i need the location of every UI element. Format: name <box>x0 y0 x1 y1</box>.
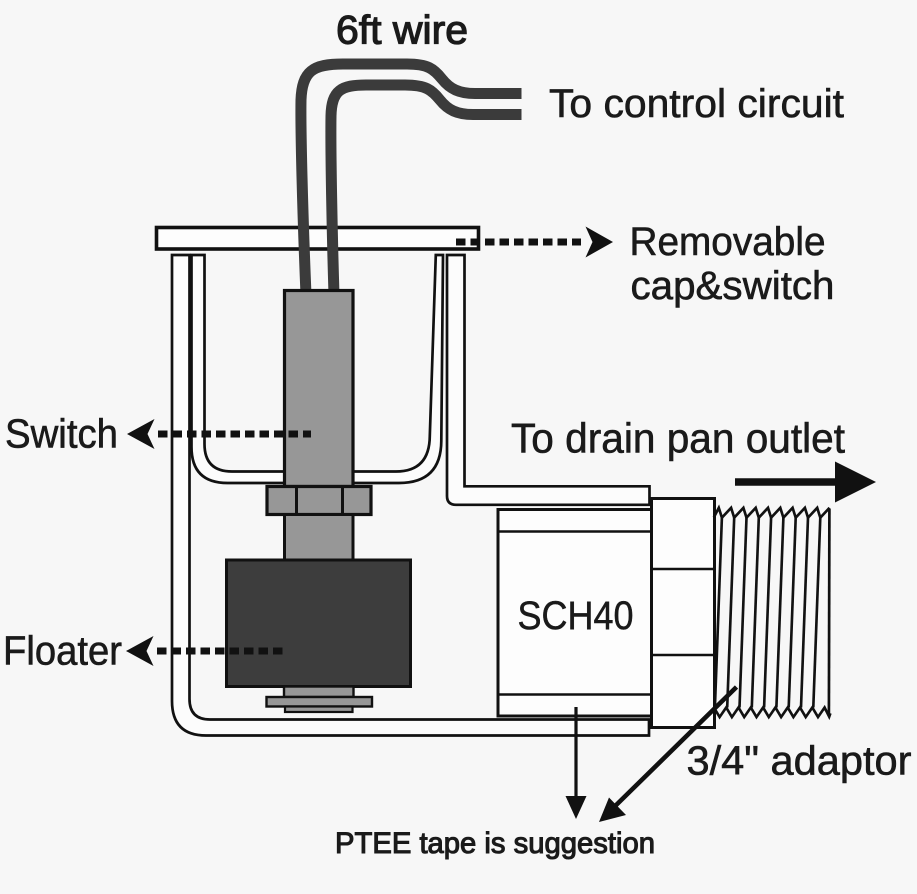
svg-text:cap&switch: cap&switch <box>631 264 835 308</box>
svg-text:Removable: Removable <box>630 220 826 264</box>
svg-text:To drain pan outlet: To drain pan outlet <box>511 415 845 462</box>
svg-text:To control circuit: To control circuit <box>549 82 844 126</box>
svg-text:6ft wire: 6ft wire <box>336 9 468 53</box>
svg-text:SCH40: SCH40 <box>518 594 634 638</box>
svg-text:Floater: Floater <box>3 628 122 674</box>
svg-text:3/4" adaptor: 3/4" adaptor <box>687 738 912 784</box>
svg-text:PTEE tape is suggestion: PTEE tape is suggestion <box>335 827 655 860</box>
svg-text:Switch: Switch <box>5 411 118 457</box>
